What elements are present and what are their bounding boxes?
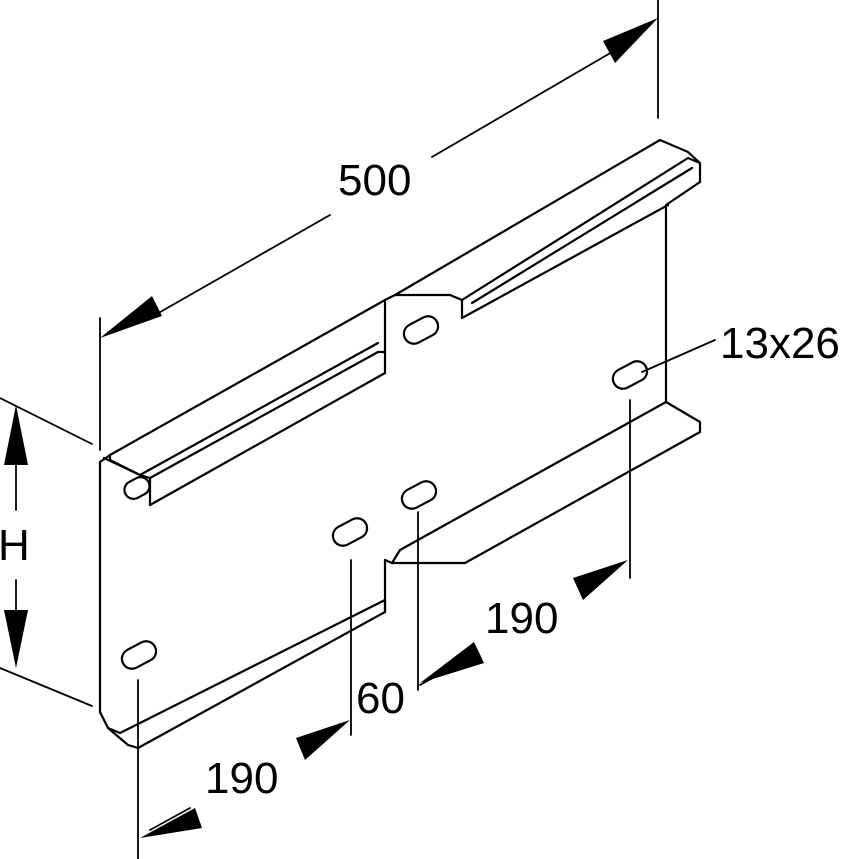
slot-mid-center <box>400 480 438 510</box>
slot-size-label: 13x26 <box>720 319 840 368</box>
slot-bottom-left <box>120 640 158 670</box>
slot-top-center <box>402 315 440 345</box>
arrow-height-top <box>4 405 28 465</box>
length-label: 500 <box>338 156 411 205</box>
dimension-spacing-left: 190 <box>137 559 352 859</box>
dimension-slot-size: 13x26 <box>641 319 840 373</box>
slot-mid-left <box>331 517 369 547</box>
dimension-length: 500 <box>99 0 659 451</box>
arrow-length-left <box>100 296 162 338</box>
arrow-spacing-right-start <box>420 642 484 683</box>
spacing-left-label: 190 <box>205 754 278 803</box>
bracket-outline <box>98 138 702 750</box>
arrow-height-bottom <box>4 610 28 668</box>
height-label: H <box>0 521 30 570</box>
arrow-spacing-right-end <box>573 560 628 600</box>
dimension-height: H <box>0 397 93 707</box>
slot-left-channel <box>123 476 151 500</box>
arrow-spacing-left-end <box>296 720 350 760</box>
arrow-spacing-left-start <box>140 808 202 838</box>
dimension-spacing-right: 190 <box>419 399 631 686</box>
dimension-offset: 60 <box>356 511 419 723</box>
spacing-right-label: 190 <box>485 594 558 643</box>
arrow-length-right <box>603 18 658 63</box>
offset-label: 60 <box>356 674 405 723</box>
slot-top-right <box>611 360 649 390</box>
mounting-slots <box>120 315 649 670</box>
